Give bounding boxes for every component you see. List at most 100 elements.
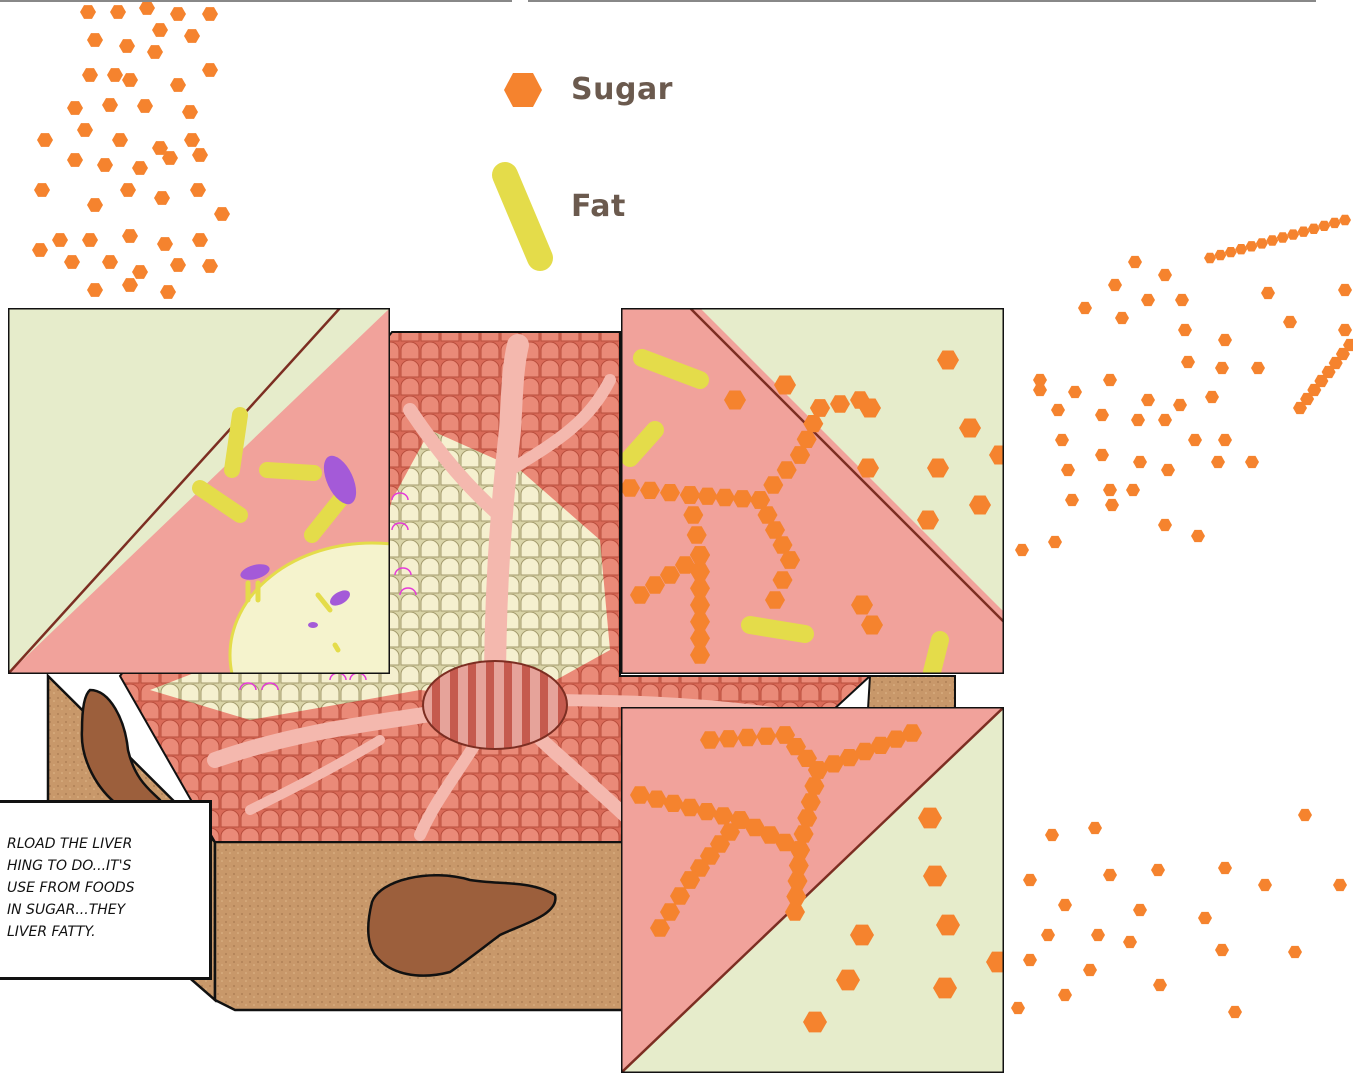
sugar-particle <box>184 29 200 43</box>
sugar-particle <box>1288 946 1302 958</box>
sugar-particle <box>192 233 208 247</box>
sugar-particle <box>170 258 186 272</box>
sugar-particle <box>87 33 103 47</box>
sugar-particle <box>202 259 218 273</box>
sugar-particle <box>87 283 103 297</box>
sugar-particle <box>1048 536 1062 548</box>
sugar-particle <box>1318 221 1330 231</box>
sugar-particle <box>102 255 118 269</box>
sugar-particle <box>1033 384 1047 396</box>
sugar-particles-bottom-right <box>1011 809 1347 1018</box>
sugar-particle <box>1108 279 1122 291</box>
caption-box: RLOAD THE LIVER HING TO DO...IT'S USE FR… <box>0 800 212 980</box>
sugar-particle <box>147 45 163 59</box>
sugar-particle <box>1283 316 1297 328</box>
sugar-particle <box>1011 1002 1025 1014</box>
sugar-particle <box>1214 250 1226 260</box>
sugar-hexagon-icon <box>504 73 542 107</box>
sugar-particle <box>190 183 206 197</box>
sugar-particle <box>1333 879 1347 891</box>
sugar-particle <box>132 265 148 279</box>
sugar-particle <box>1218 334 1232 346</box>
sugar-particle <box>1266 235 1278 245</box>
sugar-particle <box>1211 456 1225 468</box>
sugar-particle <box>1235 244 1247 254</box>
sugar-particle <box>157 237 173 251</box>
sugar-particle <box>1215 944 1229 956</box>
sugar-particle <box>1151 864 1165 876</box>
sugar-particle <box>1133 456 1147 468</box>
sugar-particle <box>170 78 186 92</box>
sugar-particle <box>32 243 48 257</box>
sugar-particle <box>1103 869 1117 881</box>
sugar-particle <box>1158 519 1172 531</box>
sugar-particle <box>1339 215 1351 225</box>
sugar-particle <box>1091 929 1105 941</box>
sugar-particle <box>80 5 96 19</box>
sugar-particle <box>1078 302 1092 314</box>
sugar-particle <box>1088 822 1102 834</box>
sugar-particle <box>1191 530 1205 542</box>
sugar-particle <box>139 1 155 15</box>
panel-sugar-glycogen <box>621 707 1010 1073</box>
sugar-particle <box>1105 499 1119 511</box>
sugar-particle <box>120 183 136 197</box>
sugar-particle <box>152 23 168 37</box>
sugar-particle <box>1083 964 1097 976</box>
sugar-particle <box>1128 256 1142 268</box>
sugar-particle <box>1041 929 1055 941</box>
sugar-particle <box>1103 484 1117 496</box>
sugar-particle <box>122 278 138 292</box>
sugar-particle <box>132 161 148 175</box>
sugar-particle <box>1065 494 1079 506</box>
sugar-particle <box>160 285 176 299</box>
sugar-particle <box>1215 362 1229 374</box>
sugar-particle <box>1246 241 1258 251</box>
sugar-particle <box>154 191 170 205</box>
legend-sugar-label: Sugar <box>571 72 673 107</box>
sugar-particle <box>1055 434 1069 446</box>
sugar-particle <box>37 133 53 147</box>
sugar-particle <box>1095 449 1109 461</box>
sugar-particle <box>1308 224 1320 234</box>
sugar-particle <box>1277 232 1289 242</box>
sugar-particle <box>1173 399 1187 411</box>
sugar-particle <box>1158 269 1172 281</box>
fat-capsule-icon <box>505 175 540 258</box>
sugar-chain-right <box>1204 215 1353 414</box>
sugar-particle <box>1256 238 1268 248</box>
sugar-particle <box>1061 464 1075 476</box>
sugar-particle <box>1298 809 1312 821</box>
sugar-particle <box>137 99 153 113</box>
sugar-particle <box>1153 979 1167 991</box>
sugar-particle <box>87 198 103 212</box>
sugar-particle <box>1218 434 1232 446</box>
sugar-particle <box>1261 287 1275 299</box>
sugar-particle <box>1178 324 1192 336</box>
sugar-particle <box>64 255 80 269</box>
sugar-particle <box>1198 912 1212 924</box>
sugar-particle <box>1204 253 1216 263</box>
sugar-particle <box>1068 386 1082 398</box>
sugar-particle <box>1338 324 1352 336</box>
sugar-particle <box>1103 374 1117 386</box>
sugar-particle <box>182 105 198 119</box>
sugar-particle <box>119 39 135 53</box>
sugar-particle <box>82 233 98 247</box>
sugar-particle <box>1133 904 1147 916</box>
sugar-particle <box>1161 464 1175 476</box>
sugar-particle <box>110 5 126 19</box>
sugar-particle <box>1141 394 1155 406</box>
sugar-particle <box>122 229 138 243</box>
sugar-particle <box>1095 409 1109 421</box>
sugar-particle <box>77 123 93 137</box>
sugar-particle <box>107 68 123 82</box>
sugar-particle <box>202 7 218 21</box>
sugar-particle <box>82 68 98 82</box>
sugar-particle <box>1015 544 1029 556</box>
sugar-particle <box>67 153 83 167</box>
sugar-particle <box>1228 1006 1242 1018</box>
sugar-particle <box>1251 362 1265 374</box>
sugar-particle <box>202 63 218 77</box>
sugar-particle <box>52 233 68 247</box>
